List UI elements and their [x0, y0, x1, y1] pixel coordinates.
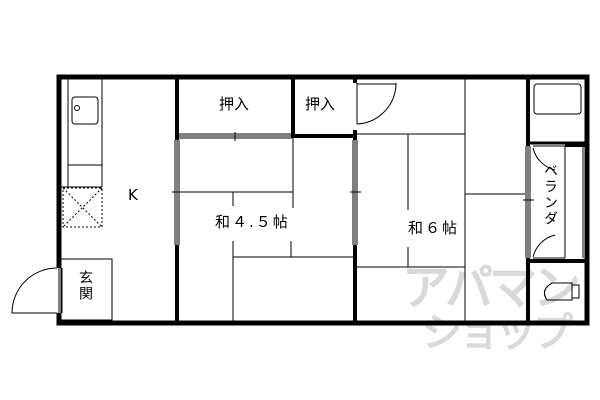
closet-1-label: 押入: [219, 95, 250, 113]
entrance-area: [60, 258, 113, 321]
stove-icon: [62, 187, 103, 228]
watermark-line1: アパマン: [402, 260, 581, 316]
kitchen-counter: [61, 79, 103, 188]
watermark-line2: ショップ: [422, 310, 573, 356]
veranda-label: ベランダ: [542, 163, 558, 227]
entrance-label: 玄関: [77, 270, 93, 302]
room-4-5-tatami-label: 和４.５帖: [215, 213, 290, 231]
closet-2-label: 押入: [305, 95, 336, 113]
entrance-door-swing: [11, 267, 58, 314]
kitchen-label: K: [128, 186, 138, 204]
closet-door-swing: [356, 82, 397, 125]
sink: [71, 96, 99, 125]
room-6-tatami-label: 和６帖: [408, 219, 460, 237]
bathtub-icon: [533, 83, 582, 115]
tatami-lines-4-5: [179, 138, 353, 323]
veranda-area: [532, 145, 584, 259]
